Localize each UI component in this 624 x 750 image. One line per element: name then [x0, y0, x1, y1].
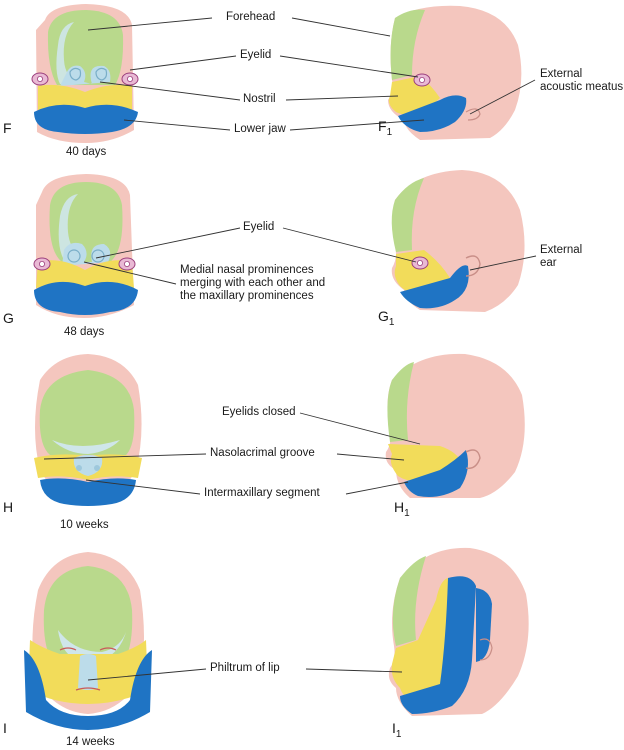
- panel-letter-f1-main: F: [378, 118, 387, 134]
- panel-letter-g: G: [3, 310, 14, 326]
- panel-letter-g1: G1: [378, 308, 394, 328]
- panel-letter-f: F: [3, 120, 12, 136]
- age-g: 48 days: [64, 326, 105, 338]
- label-intermaxillary-segment: Intermaxillary segment: [204, 487, 320, 499]
- label-philtrum-of-lip: Philtrum of lip: [210, 662, 280, 674]
- panel-letter-i1-main: I: [392, 720, 396, 736]
- frontal-view-f: [31, 4, 139, 143]
- profile-view-i1: [388, 547, 529, 716]
- profile-view-h1: [385, 353, 525, 498]
- leader-lines: [43, 17, 537, 681]
- profile-view-f1: [388, 5, 522, 140]
- panel-letter-h1-main: H: [394, 499, 405, 515]
- frontal-view-h: [34, 354, 142, 506]
- label-forehead: Forehead: [226, 11, 276, 23]
- label-external-acoustic-meatus: External acoustic meatus: [540, 68, 624, 93]
- panel-letter-i: I: [3, 720, 7, 736]
- label-external-ear: External ear: [540, 244, 583, 269]
- frontal-view-g: [33, 174, 138, 318]
- panel-letter-h: H: [3, 499, 14, 515]
- label-medial-nasal-prominences: Medial nasal prominences merging with ea…: [180, 264, 326, 302]
- label-nasolacrimal-groove: Nasolacrimal groove: [210, 447, 315, 459]
- label-nostril: Nostril: [243, 93, 276, 105]
- panel-letter-f1-sub: 1: [386, 126, 393, 138]
- label-eyelids-closed: Eyelids closed: [222, 406, 296, 418]
- profile-view-g1: [391, 170, 525, 312]
- panel-letter-g1-sub: 1: [388, 316, 395, 328]
- age-i: 14 weeks: [66, 736, 115, 748]
- panel-letter-i1: I1: [392, 720, 401, 740]
- panel-letter-f1: F1: [378, 118, 392, 138]
- panel-letter-i1-sub: 1: [395, 728, 402, 740]
- label-eyelid-f: Eyelid: [240, 49, 272, 61]
- age-h: 10 weeks: [60, 519, 109, 531]
- panel-letter-h1-sub: 1: [404, 507, 410, 519]
- label-eyelid-g: Eyelid: [243, 221, 275, 233]
- frontal-view-i: [24, 552, 152, 730]
- panel-letter-h1: H1: [394, 499, 410, 519]
- label-lower-jaw: Lower jaw: [234, 123, 286, 135]
- panel-letter-g1-main: G: [378, 308, 389, 324]
- age-f: 40 days: [66, 146, 107, 158]
